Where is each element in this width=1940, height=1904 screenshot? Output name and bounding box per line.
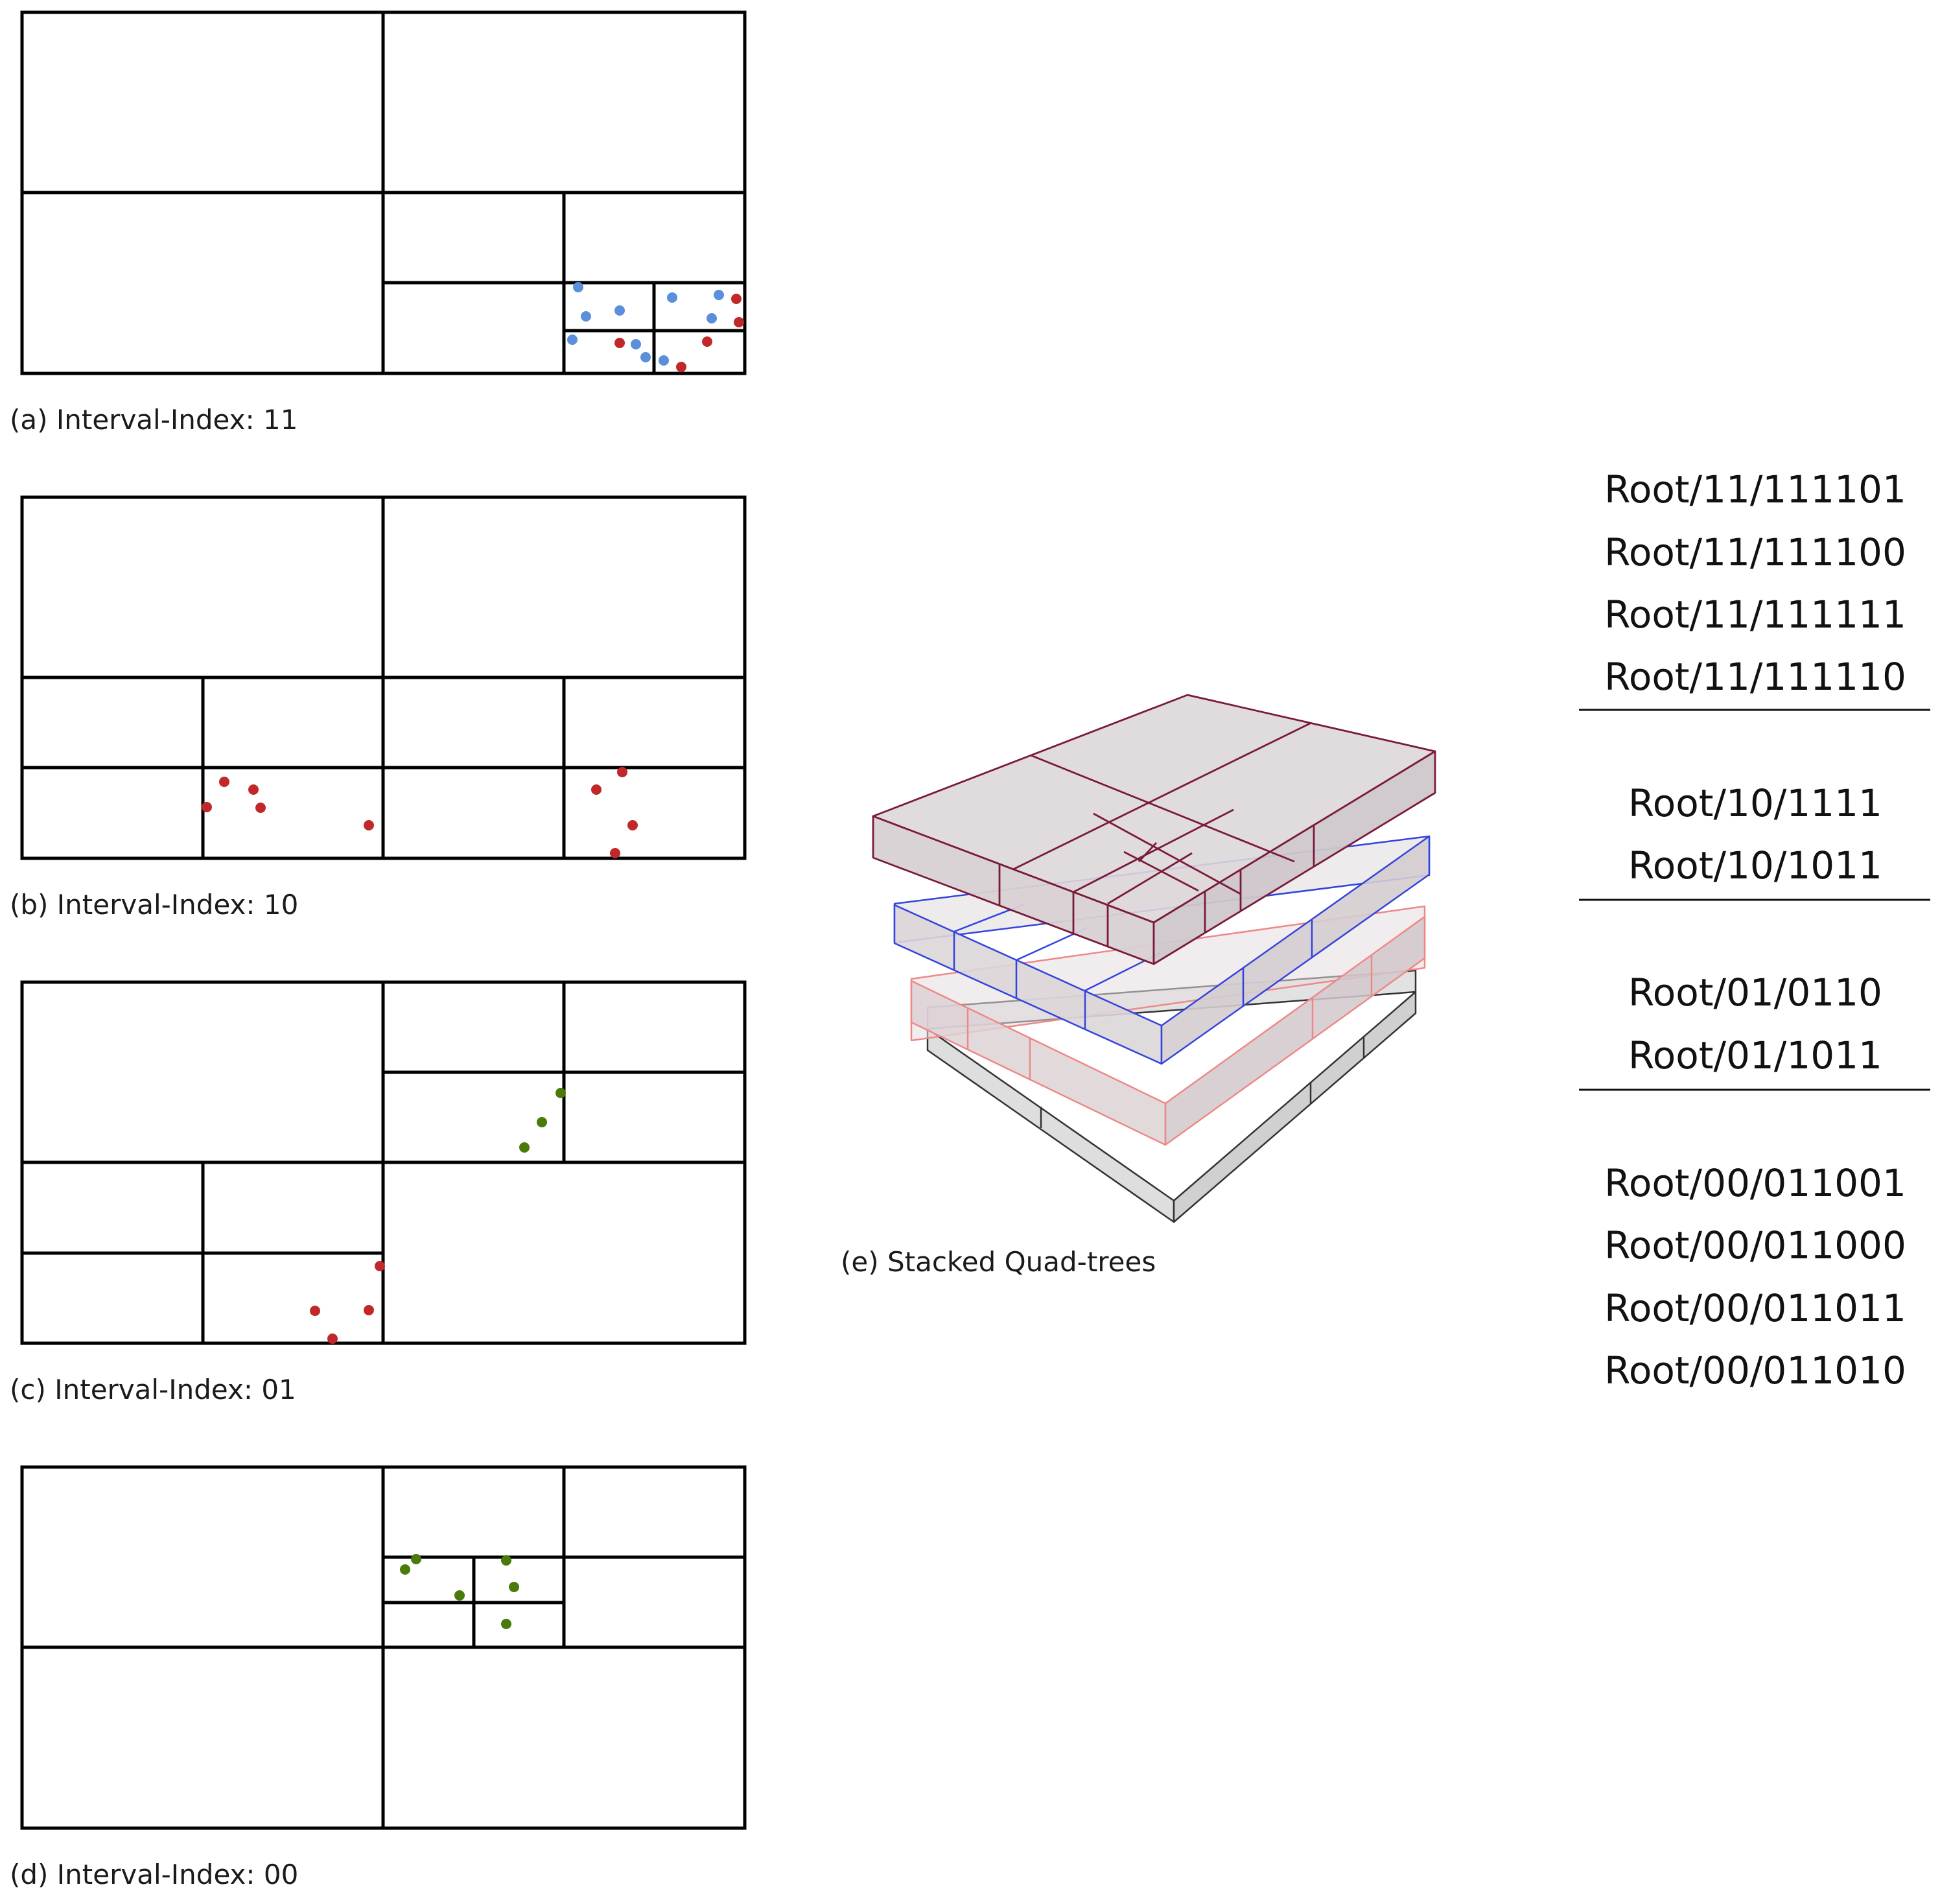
point-red — [327, 1334, 338, 1344]
panel-c-caption: (c) Interval-Index: 01 — [10, 1374, 296, 1405]
point-red — [364, 1305, 374, 1315]
panel-b — [20, 495, 747, 860]
point-green — [501, 1555, 511, 1566]
point-red — [731, 294, 742, 304]
point-red — [364, 820, 374, 830]
panel-b-caption: (b) Interval-Index: 10 — [10, 889, 298, 921]
point-red — [617, 767, 627, 777]
panel-d — [20, 1465, 747, 1830]
point-green — [555, 1088, 566, 1098]
layer-00-side — [1173, 991, 1417, 1223]
path-label: Root/11/111110 — [1604, 655, 1906, 699]
point-green — [537, 1117, 547, 1127]
layer-11-side — [1152, 750, 1436, 965]
path-label: Root/11/111100 — [1604, 530, 1906, 574]
point-red — [627, 820, 638, 830]
point-blue — [631, 339, 641, 349]
point-blue — [714, 290, 724, 300]
point-green — [454, 1590, 465, 1601]
panel-a-points — [567, 282, 744, 372]
point-blue — [573, 282, 583, 292]
path-label: Root/00/011000 — [1604, 1223, 1906, 1267]
point-red — [375, 1261, 385, 1271]
point-red — [202, 802, 212, 812]
layer-11 — [872, 694, 1436, 965]
point-red — [219, 777, 229, 787]
layer-11-split — [1073, 808, 1234, 893]
path-label: Root/00/011001 — [1604, 1161, 1906, 1205]
layer-01-side — [1164, 915, 1426, 1146]
point-red — [591, 784, 602, 795]
point-green — [509, 1582, 519, 1592]
layer-11-split — [1030, 754, 1295, 863]
point-blue — [567, 335, 578, 345]
panel-c — [20, 980, 747, 1345]
point-red — [610, 848, 620, 858]
panel-a — [20, 10, 747, 375]
panel-c-points — [310, 1088, 566, 1344]
point-red — [702, 336, 712, 347]
path-list: Root/11/111101 Root/11/111100 Root/11/11… — [1579, 467, 1930, 1393]
path-label: Root/01/0110 — [1628, 970, 1882, 1015]
panel-d-points — [400, 1554, 519, 1629]
point-blue — [667, 292, 677, 303]
layer-11-split — [1093, 812, 1241, 895]
point-red — [310, 1306, 320, 1316]
panel-b-points — [202, 767, 638, 858]
point-green — [411, 1554, 421, 1564]
path-label: Root/10/1011 — [1628, 843, 1882, 887]
layer-11-split — [1138, 842, 1158, 862]
panel-a-caption: (a) Interval-Index: 11 — [10, 404, 298, 436]
point-red — [248, 784, 259, 795]
point-green — [400, 1564, 410, 1575]
point-blue — [707, 313, 717, 323]
point-blue — [581, 311, 591, 322]
point-blue — [640, 352, 651, 362]
point-red — [255, 803, 266, 813]
point-green — [501, 1619, 511, 1629]
point-red — [734, 317, 744, 327]
path-label: Root/11/111101 — [1604, 467, 1906, 511]
path-label: Root/11/111111 — [1604, 593, 1906, 637]
path-label: Root/00/011010 — [1604, 1348, 1906, 1393]
point-green — [519, 1142, 530, 1153]
point-blue — [659, 355, 669, 366]
point-red — [614, 338, 625, 348]
layer-10-side — [1160, 835, 1431, 1065]
layer-11-split — [1107, 852, 1193, 905]
stack-caption: (e) Stacked Quad-trees — [841, 1246, 1156, 1278]
point-red — [676, 362, 686, 372]
layer-11-split — [1012, 722, 1312, 871]
path-label: Root/10/1111 — [1628, 781, 1882, 825]
panel-d-caption: (d) Interval-Index: 00 — [10, 1859, 298, 1890]
point-blue — [614, 305, 625, 316]
path-label: Root/01/1011 — [1628, 1033, 1882, 1077]
path-label: Root/00/011011 — [1604, 1286, 1906, 1330]
stacked-quadtrees — [872, 694, 1436, 1223]
